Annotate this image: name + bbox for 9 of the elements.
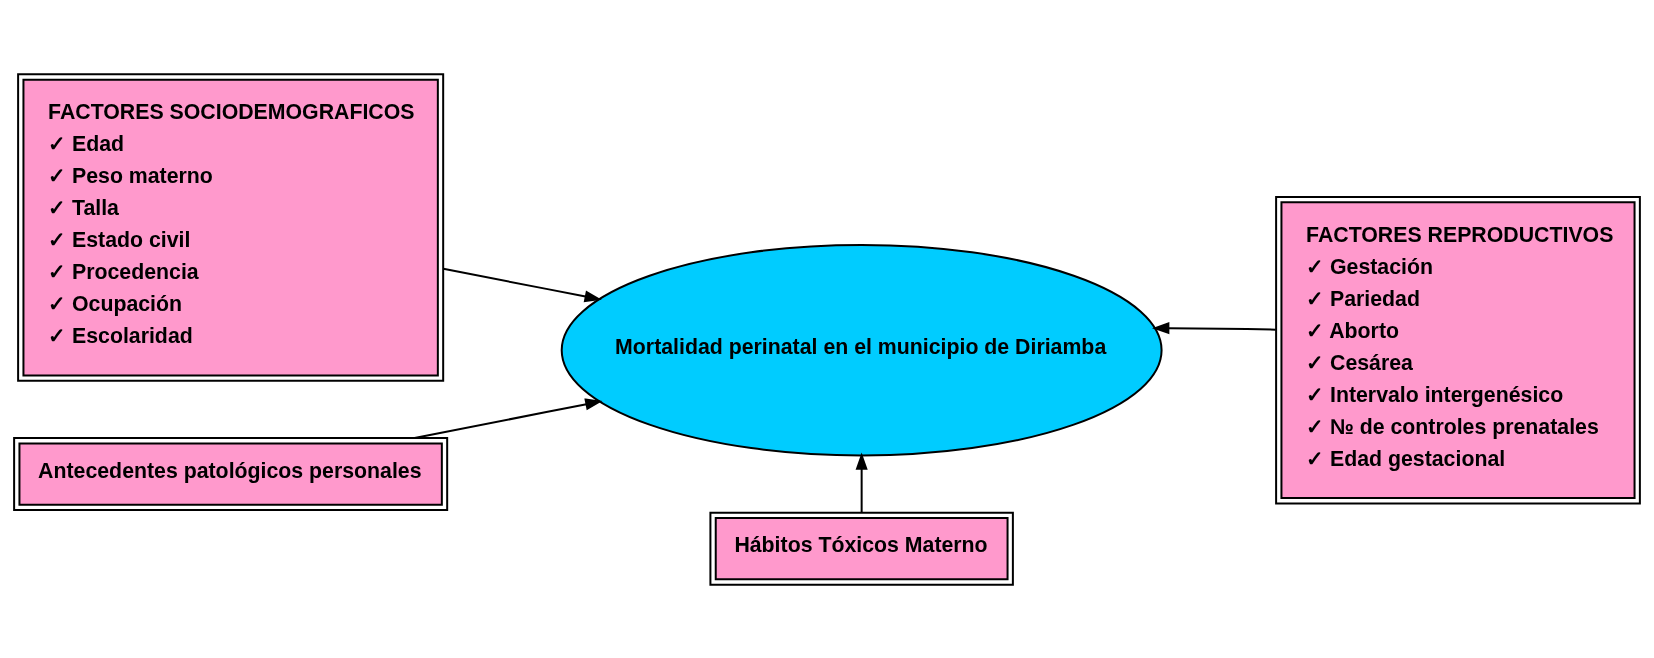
arrow [855, 452, 868, 514]
arrow [1152, 321, 1277, 334]
node-box: FACTORES SOCIODEMOGRAFICOS ✓ Edad ✓ Peso materno ✓ Talla ✓ Estado civil ✓ Procedencia ✓ Ocupación ✓ Escolaridad [17, 72, 445, 382]
node-box: Hábitos Tóxicos Materno [709, 511, 1014, 586]
node-box: Antecedentes patológicos personales [13, 436, 449, 511]
node-box: FACTORES REPRODUCTIVOS ✓ Gestación ✓ Pariedad ✓ Aborto ✓ Cesárea ✓ Intervalo intergenésico ✓ № de controles prenatales ✓ Edad gestacional [1275, 195, 1641, 504]
arrow [413, 397, 603, 439]
node-ellipse: Mortalidad perinatal en el municipio de Diriamba [560, 243, 1163, 456]
arrow [442, 267, 602, 302]
